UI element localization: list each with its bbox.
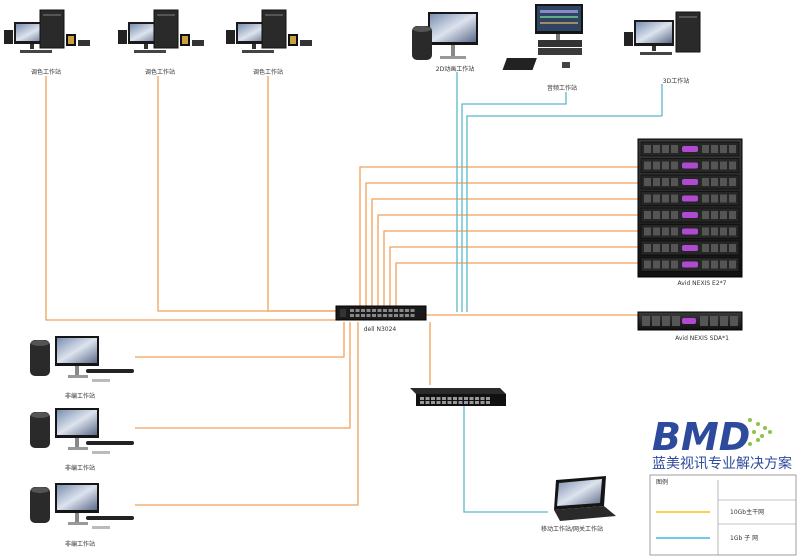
logo-dots-icon [748,418,772,446]
link-switch-to-edit-3 [135,322,359,506]
link-grading-3 [267,76,340,312]
editing-workstation-3 [30,483,134,529]
animation-2d-workstation [412,12,478,60]
grading-label-2: 调色工作站 [145,68,175,76]
legend-label-1gb: 1Gb 子 网 [730,535,758,542]
link-grading-2 [157,76,340,312]
editing-workstation-2 [30,408,134,454]
bmd-logo: BMD 蓝美视讯专业解决方案 [652,415,792,472]
editing-label-2: 非编工作站 [65,464,95,472]
orange-links [45,76,645,506]
link-audio-1 [461,92,567,312]
link-switch-to-rack-5 [383,230,645,311]
main-switch [335,305,427,321]
nexus-unit [640,141,740,157]
secondary-switch [410,388,506,406]
brand-logo-text: BMD [652,415,750,459]
legend: 图例 10Gb主干网 1Gb 子 网 [649,474,797,556]
mobile-label: 移动工作站/网关工作站 [541,525,603,533]
nexus-sda-label: Avid NEXIS SDA*1 [675,335,729,342]
grading-workstation-3 [226,9,312,53]
workstation-3d [624,11,701,55]
nexus-units [640,141,740,272]
animation-2d-label: 2D动画工作站 [436,65,474,73]
link-switch-to-edit-2 [135,322,351,429]
grading-label-1: 调色工作站 [31,68,61,76]
link-switch-to-rack-4 [377,214,645,311]
grading-workstation-1 [4,9,90,53]
nexus-unit [640,224,740,239]
audio-workstation [502,4,583,70]
editing-label-3: 非编工作站 [65,540,95,548]
nexus-unit [640,240,740,256]
grading-label-3: 调色工作站 [253,68,283,76]
editing-label-1: 非编工作站 [65,392,95,400]
mobile-laptop [554,476,616,521]
link-switch-to-rack-2 [365,182,645,311]
nexus-e2-rack [637,138,743,278]
link-switch-to-rack-3 [371,198,645,311]
editing-workstation-1 [30,336,134,382]
nexus-unit [640,158,740,173]
brand-tagline: 蓝美视讯专业解决方案 [652,455,792,472]
teal-links [456,72,663,513]
nexus-sda-unit [637,311,743,331]
link-switch-to-rack-6 [389,246,645,311]
link-switch-to-edit-1 [135,322,345,358]
link-grading-1 [45,76,340,321]
link-switch-to-rack-1 [359,166,645,311]
nexus-e2-label: Avid NEXIS E2*7 [678,280,727,287]
grading-workstation-2 [118,9,204,53]
link-switch-to-rack-7 [395,262,645,311]
nexus-unit [640,191,740,206]
workstation-3d-label: 3D工作站 [663,77,689,85]
nexus-unit [640,174,740,190]
nexus-unit [640,257,740,272]
link-audio-2 [466,115,662,312]
main-switch-label: dell N3024 [364,326,397,333]
audio-label: 音频工作站 [547,84,577,92]
legend-title: 图例 [656,478,668,486]
nexus-unit [640,207,740,223]
link-mobile [463,405,548,513]
legend-label-10gb: 10Gb主干网 [730,508,764,516]
